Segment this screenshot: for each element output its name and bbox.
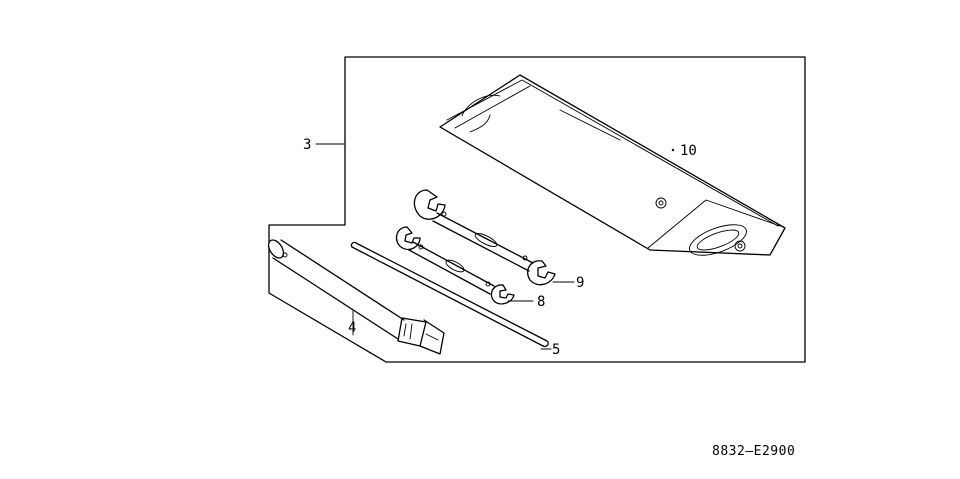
wheel-nut-wrench: [267, 239, 445, 355]
wrench-small: [395, 226, 515, 305]
callout-5: 5: [552, 342, 560, 358]
tool-bag: [439, 74, 786, 256]
callout-4: 4: [348, 320, 356, 336]
bag-rivet: [655, 197, 667, 209]
callout-9: 9: [576, 275, 584, 291]
callout-3: 3: [303, 137, 311, 153]
leader-lines: [315, 143, 675, 350]
callout-8: 8: [537, 294, 545, 310]
kit-boundary-outline: [268, 56, 806, 363]
tool-bar: [350, 241, 549, 348]
wrench-large: [413, 189, 556, 286]
bag-snap: [734, 240, 746, 252]
bag-logo: [689, 224, 747, 256]
callout-10: 10: [680, 143, 697, 159]
diagram-code: 8832—E2900: [712, 444, 795, 459]
